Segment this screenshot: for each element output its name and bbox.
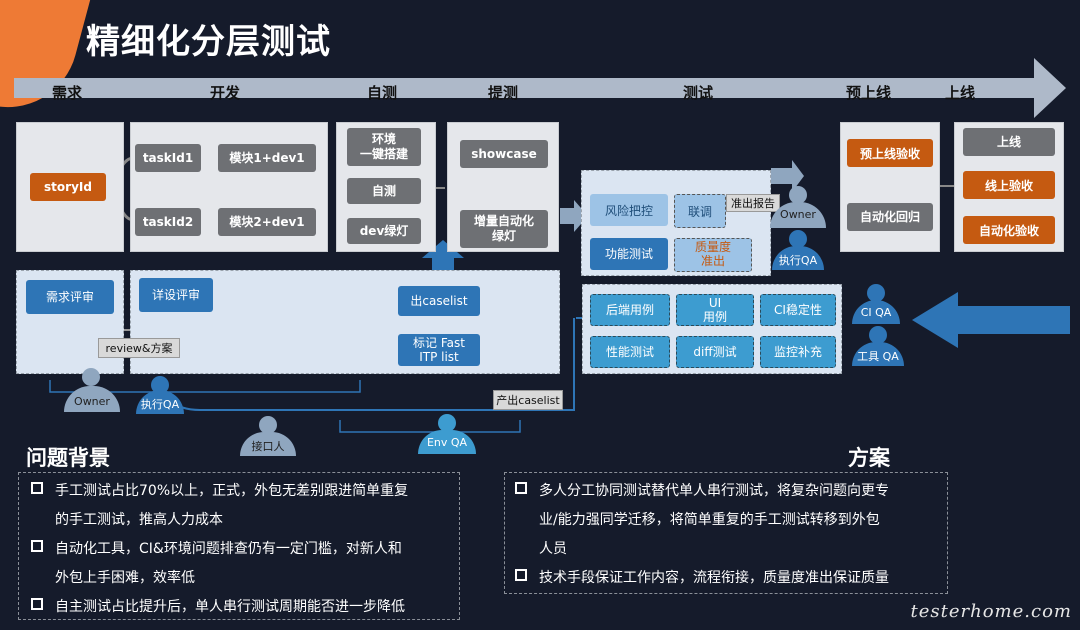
- showcase-node: showcase: [460, 140, 548, 168]
- timeline-arrow: [14, 58, 1066, 118]
- interface-person-icon: 接口人: [240, 416, 296, 456]
- self-test-node: 自测: [347, 178, 421, 204]
- caselist-node: 出caselist: [398, 286, 480, 316]
- owner-person-icon: Owner: [64, 368, 120, 412]
- page-title: 精细化分层测试: [86, 22, 331, 62]
- tool-qa-person-icon: 工具 QA: [852, 326, 904, 366]
- auto-regression-node: 自动化回归: [847, 203, 933, 231]
- stage-test: 测试: [683, 84, 714, 102]
- module2-node: 模块2+dev1: [218, 208, 316, 236]
- watermark: testerhome.com: [910, 601, 1072, 622]
- stage-selftest: 自测: [367, 84, 398, 102]
- exit-report-tag: 准出报告: [726, 194, 780, 212]
- ci-qa-person-icon: CI QA: [852, 284, 900, 324]
- problem-title: 问题背景: [26, 446, 110, 470]
- solution-title: 方案: [848, 446, 890, 470]
- review-plan-tag: review&方案: [98, 338, 180, 358]
- stage-develop: 开发: [210, 84, 241, 102]
- ui-case-node: UI 用例: [676, 294, 754, 326]
- incremental-auto-node: 增量自动化 绿灯: [460, 210, 548, 248]
- module1-node: 模块1+dev1: [218, 144, 316, 172]
- exec-qa2-person-icon: 执行QA: [772, 230, 824, 270]
- ci-stability-node: CI稳定性: [760, 294, 836, 326]
- risk-control-node: 风险把控: [590, 194, 668, 226]
- online-verify-node: 线上验收: [963, 171, 1055, 199]
- backend-case-node: 后端用例: [590, 294, 670, 326]
- task2-node: taskId2: [135, 208, 201, 236]
- dev-green-node: dev绿灯: [347, 218, 421, 244]
- preline-verify-node: 预上线验收: [847, 139, 933, 167]
- quality-exit-node: 质量度 准出: [674, 238, 752, 272]
- problem-item: 手工测试占比70%以上，正式，外包无差别跟进简单重复 的手工测试，推高人力成本 …: [31, 477, 455, 622]
- stage-submit: 提测: [488, 84, 519, 102]
- produce-caselist-tag: 产出caselist: [493, 390, 563, 410]
- design-review-node: 详设评审: [139, 278, 213, 312]
- owner2-person-icon: Owner: [770, 186, 826, 228]
- function-test-node: 功能测试: [590, 238, 668, 270]
- task1-node: taskId1: [135, 144, 201, 172]
- story-id-node: storyId: [30, 173, 106, 201]
- mark-fast-node: 标记 Fast ITP list: [398, 334, 480, 366]
- env-setup-node: 环境 一键搭建: [347, 128, 421, 166]
- exec-qa-person-icon: 执行QA: [136, 376, 184, 414]
- online-node: 上线: [963, 128, 1055, 156]
- solution-list: 多人分工协同测试替代单人串行测试，将复杂问题向更专 业/能力强同学迁移，将简单重…: [504, 472, 948, 594]
- joint-debug-node: 联调: [674, 194, 726, 228]
- auto-verify-node: 自动化验收: [963, 216, 1055, 244]
- stage-online: 上线: [945, 84, 976, 102]
- stage-requirement: 需求: [52, 84, 83, 102]
- solution-item: 多人分工协同测试替代单人串行测试，将复杂问题向更专 业/能力强同学迁移，将简单重…: [515, 477, 943, 593]
- monitor-node: 监控补充: [760, 336, 836, 368]
- perf-test-node: 性能测试: [590, 336, 670, 368]
- req-review-node: 需求评审: [26, 280, 114, 314]
- stage-preline: 预上线: [846, 84, 892, 102]
- env-qa-person-icon: Env QA: [418, 414, 476, 454]
- problem-list: 手工测试占比70%以上，正式，外包无差别跟进简单重复 的手工测试，推高人力成本 …: [18, 472, 460, 620]
- diff-test-node: diff测试: [676, 336, 754, 368]
